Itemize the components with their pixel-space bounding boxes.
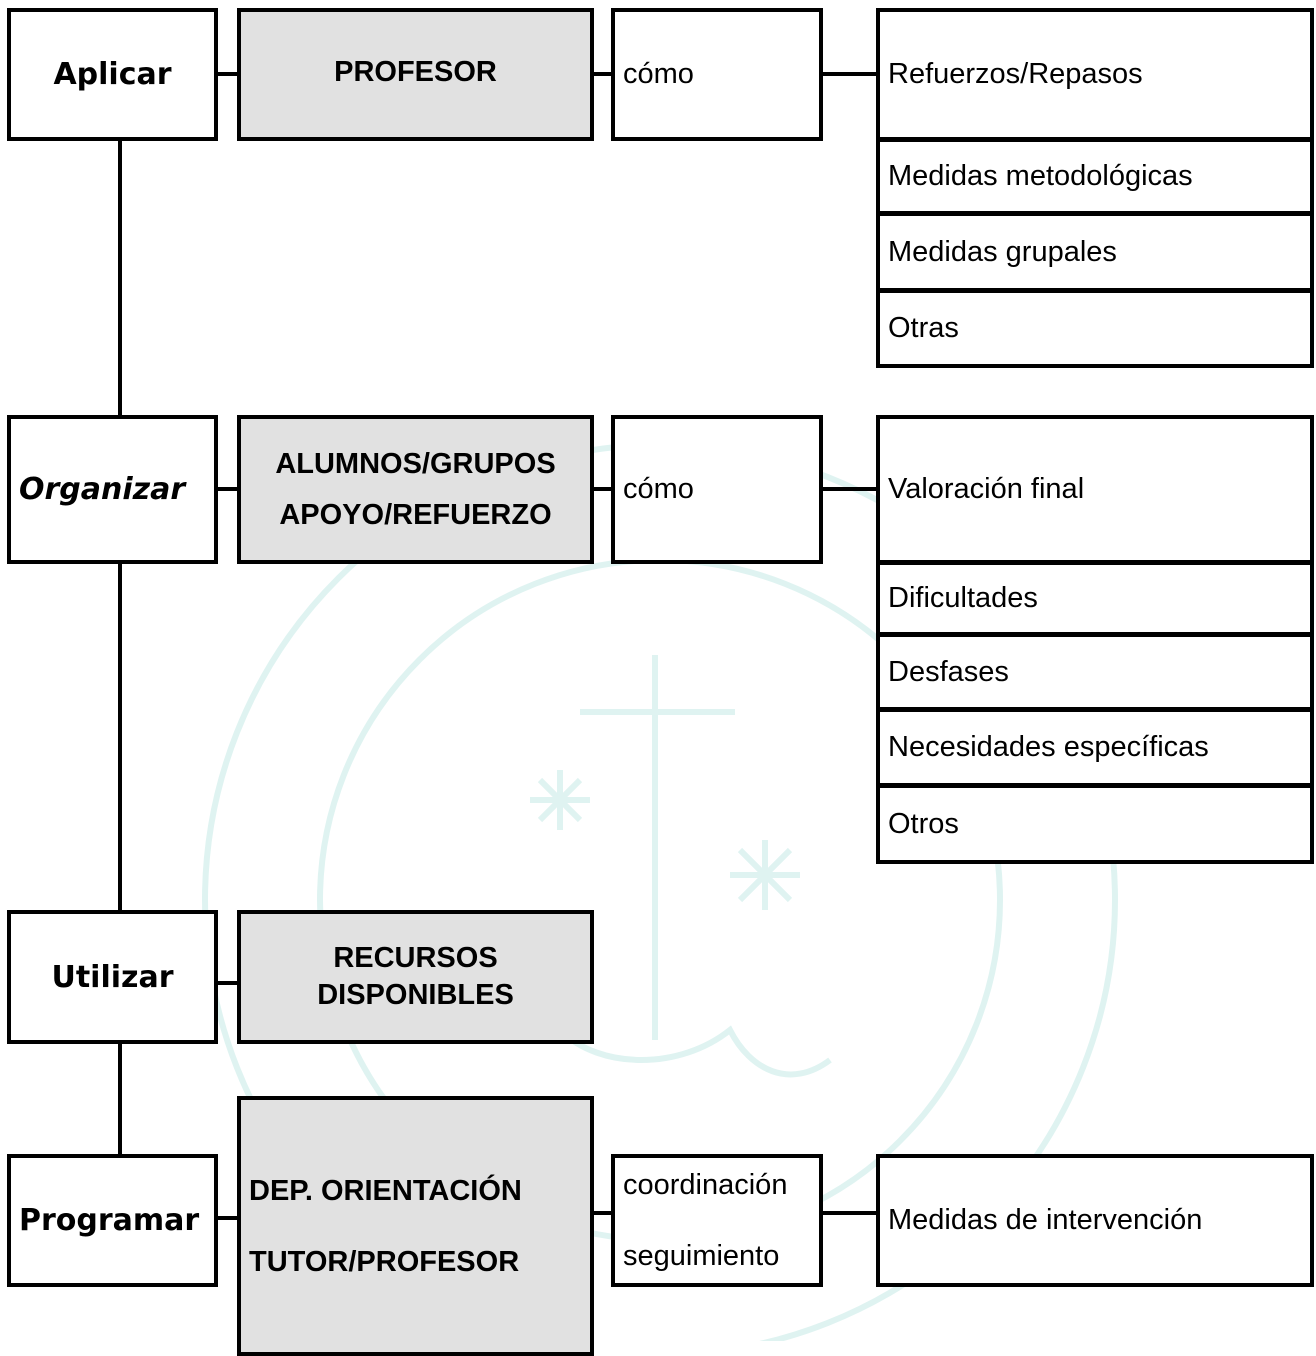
aplicar-item-2: Medidas grupales <box>876 212 1314 292</box>
actor-dep-line1: DEP. ORIENTACIÓN <box>249 1175 522 1207</box>
main-vertical-connector-3 <box>118 1041 122 1157</box>
connector-coordinacion-medidas <box>820 1211 880 1215</box>
how-organizar: cómo <box>611 415 823 564</box>
verb-aplicar-label: Aplicar <box>53 57 172 92</box>
connector-profesor-como <box>591 72 614 76</box>
aplicar-item-3: Otras <box>876 289 1314 368</box>
main-vertical-connector-1 <box>118 138 122 418</box>
organizar-item-4-label: Otros <box>888 807 959 840</box>
actor-recursos: RECURSOS DISPONIBLES <box>237 910 594 1044</box>
organizar-item-4: Otros <box>876 784 1314 864</box>
connector-utilizar-recursos <box>215 981 240 985</box>
verb-aplicar: Aplicar <box>7 8 218 141</box>
actor-profesor: PROFESOR <box>237 8 594 141</box>
verb-organizar-label: Organizar <box>19 472 186 507</box>
actor-dep-line2: TUTOR/PROFESOR <box>249 1246 520 1278</box>
how-programar-line1: coordinación <box>623 1168 788 1201</box>
organizar-item-3: Necesidades específicas <box>876 708 1314 787</box>
organizar-item-1-label: Dificultades <box>888 582 1038 614</box>
connector-como-items-2 <box>820 487 880 491</box>
actor-alumnos-line1: ALUMNOS/GRUPOS <box>275 447 556 480</box>
actor-dep-orientacion: DEP. ORIENTACIÓN TUTOR/PROFESOR <box>237 1096 594 1356</box>
aplicar-item-0-label: Refuerzos/Repasos <box>888 58 1143 90</box>
connector-programar-dep <box>215 1216 240 1220</box>
verb-utilizar: Utilizar <box>7 910 218 1044</box>
organizar-item-0: Valoración final <box>876 415 1314 564</box>
aplicar-item-2-label: Medidas grupales <box>888 235 1117 268</box>
connector-alumnos-como <box>591 487 614 491</box>
verb-programar-label: Programar <box>19 1203 200 1238</box>
actor-alumnos: ALUMNOS/GRUPOS APOYO/REFUERZO <box>237 415 594 564</box>
aplicar-item-1-label: Medidas metodológicas <box>888 160 1193 192</box>
verb-utilizar-label: Utilizar <box>51 959 174 995</box>
verb-programar: Programar <box>7 1154 218 1287</box>
actor-alumnos-line2: APOYO/REFUERZO <box>279 498 552 531</box>
organizar-item-1: Dificultades <box>876 561 1314 636</box>
how-organizar-label: cómo <box>623 473 694 505</box>
how-aplicar-label: cómo <box>623 58 694 90</box>
actor-profesor-label: PROFESOR <box>334 56 497 88</box>
programar-item-0: Medidas de intervención <box>876 1154 1314 1287</box>
connector-aplicar-profesor <box>215 72 240 76</box>
connector-dep-coordinacion <box>591 1211 614 1215</box>
how-programar: coordinación seguimiento <box>611 1154 823 1287</box>
connector-organizar-alumnos <box>215 487 240 491</box>
organizar-item-2: Desfases <box>876 633 1314 711</box>
programar-item-0-label: Medidas de intervención <box>888 1204 1203 1236</box>
connector-como-items <box>820 72 880 76</box>
how-programar-line2: seguimiento <box>623 1239 780 1272</box>
organizar-item-3-label: Necesidades específicas <box>888 731 1209 763</box>
verb-organizar: Organizar <box>7 415 218 564</box>
actor-recursos-line2: DISPONIBLES <box>317 979 514 1011</box>
aplicar-item-1: Medidas metodológicas <box>876 138 1314 215</box>
organizar-item-0-label: Valoración final <box>888 473 1085 505</box>
aplicar-item-0: Refuerzos/Repasos <box>876 8 1314 141</box>
actor-recursos-line1: RECURSOS <box>333 942 498 974</box>
organizar-item-2-label: Desfases <box>888 655 1009 688</box>
aplicar-item-3-label: Otras <box>888 312 959 344</box>
main-vertical-connector-2 <box>118 561 122 913</box>
how-aplicar: cómo <box>611 8 823 141</box>
